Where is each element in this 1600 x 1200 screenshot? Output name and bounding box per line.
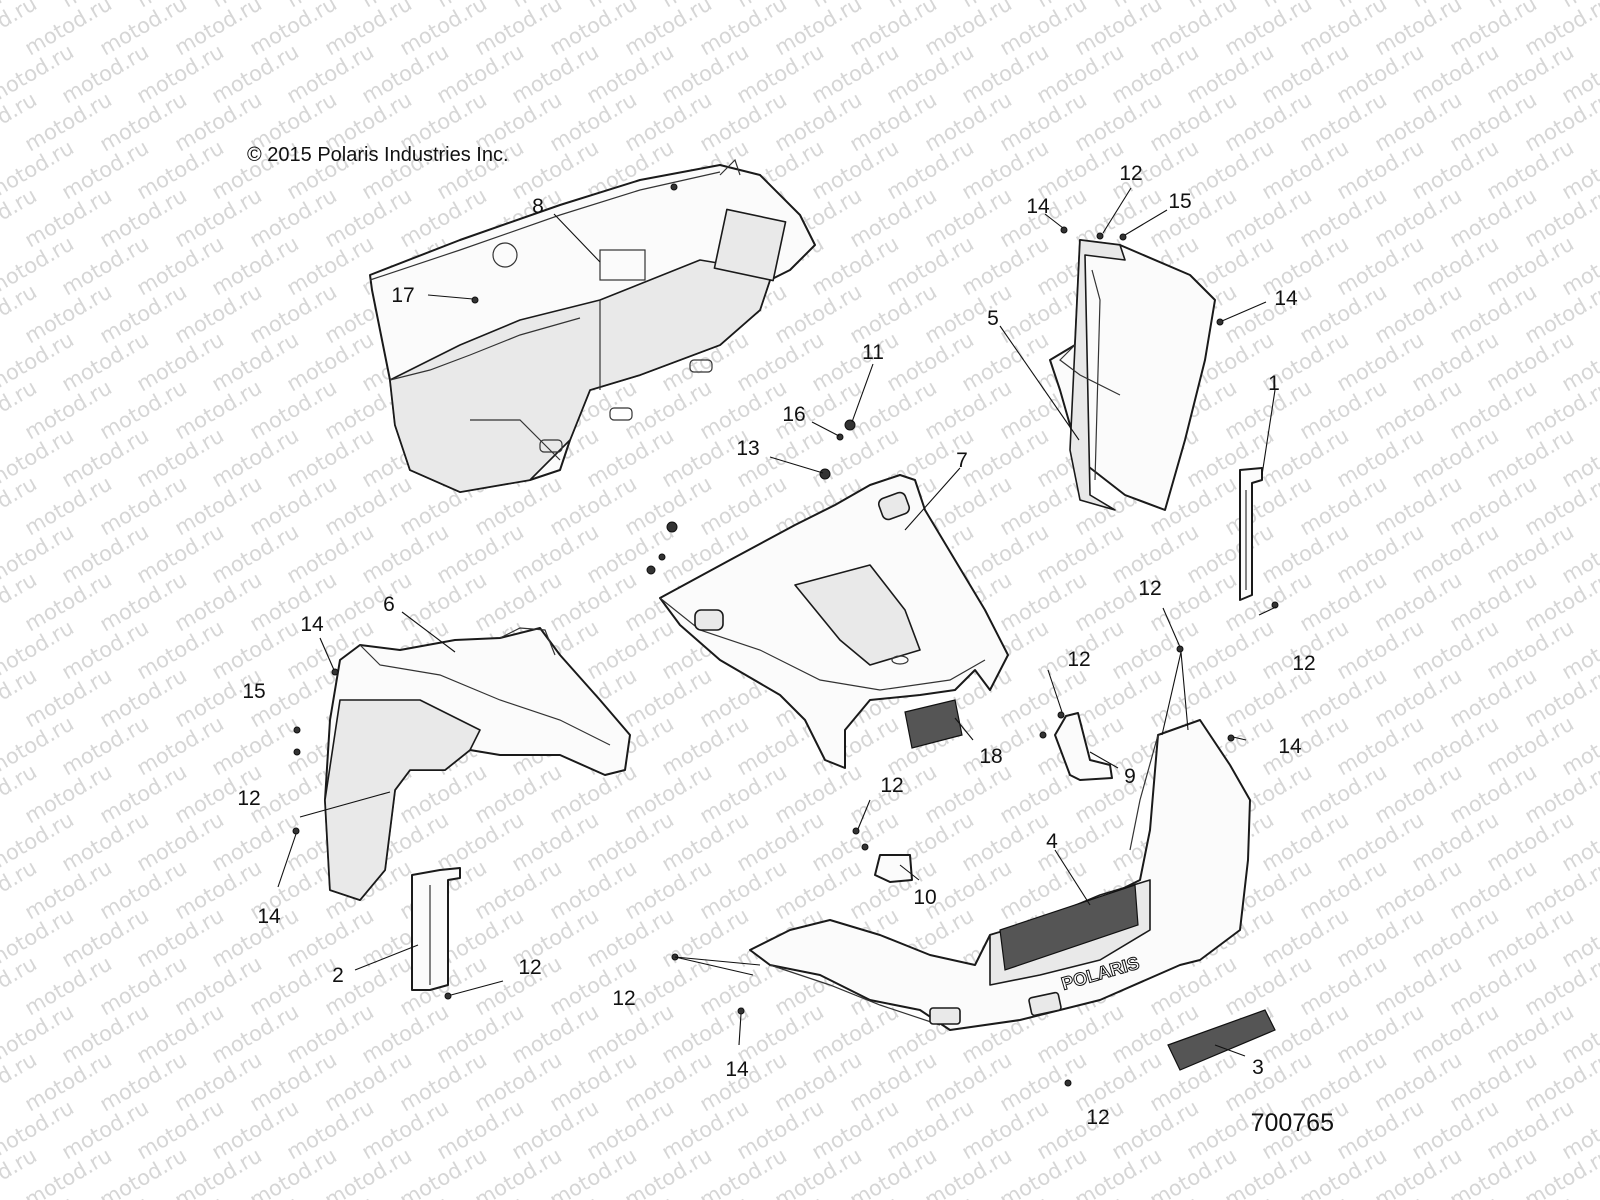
callout-13: 13 [736, 437, 759, 460]
fastener-clip [1096, 232, 1104, 240]
fastener-screw [1057, 711, 1065, 719]
callout-15: 15 [1168, 190, 1191, 213]
part-18-grille [904, 699, 963, 749]
part-10-bracket [874, 854, 913, 883]
fastener-screw [852, 827, 860, 835]
callout-12: 12 [1138, 577, 1161, 600]
part-1-brace [1239, 467, 1263, 601]
fastener-nut [646, 565, 656, 575]
fastener-screw [861, 843, 869, 851]
part-5-side-panel [1049, 239, 1216, 511]
drawing-number: 700765 [1251, 1109, 1334, 1137]
fastener-clip [331, 668, 339, 676]
fastener-washer [658, 553, 666, 561]
callout-2: 2 [332, 964, 344, 987]
part-8-dash-cowl [369, 158, 816, 493]
callout-15: 15 [242, 680, 265, 703]
callout-14: 14 [1274, 287, 1298, 310]
fastener-clip [1227, 734, 1235, 742]
callout-18: 18 [979, 745, 1002, 768]
copyright-notice: © 2015 Polaris Industries Inc. [247, 144, 509, 166]
callout-9: 9 [1124, 765, 1136, 788]
part-7-hood [659, 474, 1009, 769]
watermark-text: motod.ru [0, 1191, 3, 1200]
callout-14: 14 [300, 613, 324, 636]
callout-12: 12 [612, 987, 635, 1010]
callout-12: 12 [1086, 1106, 1109, 1129]
callout-11: 11 [862, 341, 884, 364]
callout-3: 3 [1252, 1056, 1264, 1079]
part-6-fender [324, 627, 631, 901]
fastener-nut [844, 419, 856, 431]
part-4-bumper: POLARIS [749, 719, 1251, 1031]
fastener-screw [444, 992, 452, 1000]
fastener-screw [471, 296, 479, 304]
callout-10: 10 [913, 886, 936, 909]
fastener-clip [1216, 318, 1224, 326]
callout-17: 17 [391, 284, 414, 307]
fastener-nut [819, 468, 831, 480]
callout-12: 12 [237, 787, 260, 810]
callout-5: 5 [987, 307, 999, 330]
fastener-clip [292, 827, 300, 835]
fastener-clip [670, 183, 678, 191]
callout-12: 12 [1119, 162, 1142, 185]
callout-12: 12 [1292, 652, 1315, 675]
callout-14: 14 [1026, 195, 1050, 218]
fastener-clip [293, 726, 301, 734]
fastener-clip [737, 1007, 745, 1015]
fastener-clip [1060, 226, 1068, 234]
part-3-grille [1167, 1009, 1276, 1071]
fastener-nut [666, 521, 678, 533]
callout-12: 12 [518, 956, 541, 979]
leader-lines [277, 187, 1277, 1057]
callout-6: 6 [383, 593, 395, 616]
callout-14: 14 [725, 1058, 749, 1081]
part-9-bracket [1054, 712, 1113, 781]
callout-labels: 8 17 12 14 15 14 5 1 11 16 13 7 14 6 15 … [237, 162, 1315, 1129]
callout-16: 16 [782, 403, 805, 426]
fastener-screw [1064, 1079, 1072, 1087]
callout-14: 14 [257, 905, 281, 928]
callout-14: 14 [1278, 735, 1302, 758]
fasteners [292, 183, 1279, 1087]
part-2-brace [411, 867, 461, 991]
callout-12: 12 [1067, 648, 1090, 671]
callout-7: 7 [956, 449, 968, 472]
callout-4: 4 [1046, 830, 1058, 853]
fastener-screw [293, 748, 301, 756]
callout-1: 1 [1268, 372, 1280, 395]
callout-8: 8 [532, 195, 544, 218]
callout-12: 12 [880, 774, 903, 797]
fastener-clip [1119, 233, 1127, 241]
fastener-screw [1039, 731, 1047, 739]
